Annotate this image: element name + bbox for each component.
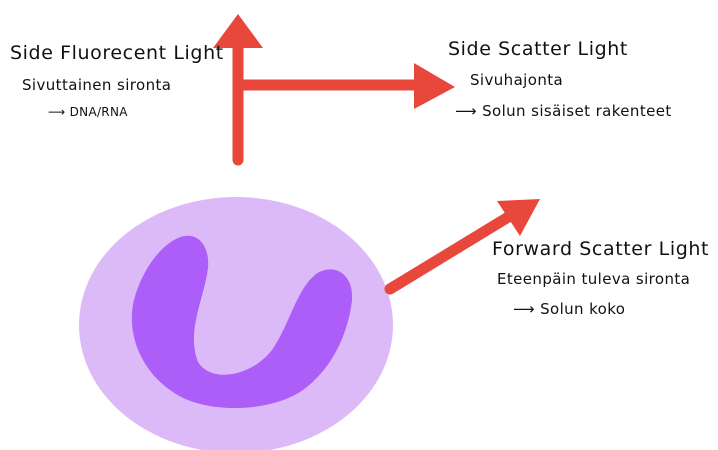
side-fluorescent-subtitle: Sivuttainen sironta [22,78,171,93]
side-scatter-note: Solun sisäiset rakenteet [482,102,672,120]
side-fluorescent-note: DNA/RNA [70,105,128,119]
forward-scatter-title: Forward Scatter Light [492,240,709,259]
forward-scatter-subtitle: Eteenpäin tuleva sironta [497,272,690,287]
side-scatter-subtitle: Sivuhajonta [470,73,563,88]
side-fluorescent-title: Side Fluorecent Light [10,44,224,63]
side-fluorescent-note-row: ⟶ DNA/RNA [48,106,128,118]
side-scatter-arrowhead [414,63,455,109]
right-arrow-icon: ⟶ [48,105,66,119]
right-arrow-icon: ⟶ [513,300,535,318]
side-scatter-title: Side Scatter Light [448,40,628,59]
forward-scatter-note-row: ⟶ Solun koko [513,302,625,317]
right-arrow-icon: ⟶ [455,102,477,120]
forward-scatter-note: Solun koko [540,300,625,318]
side-scatter-note-row: ⟶ Solun sisäiset rakenteet [455,104,672,119]
